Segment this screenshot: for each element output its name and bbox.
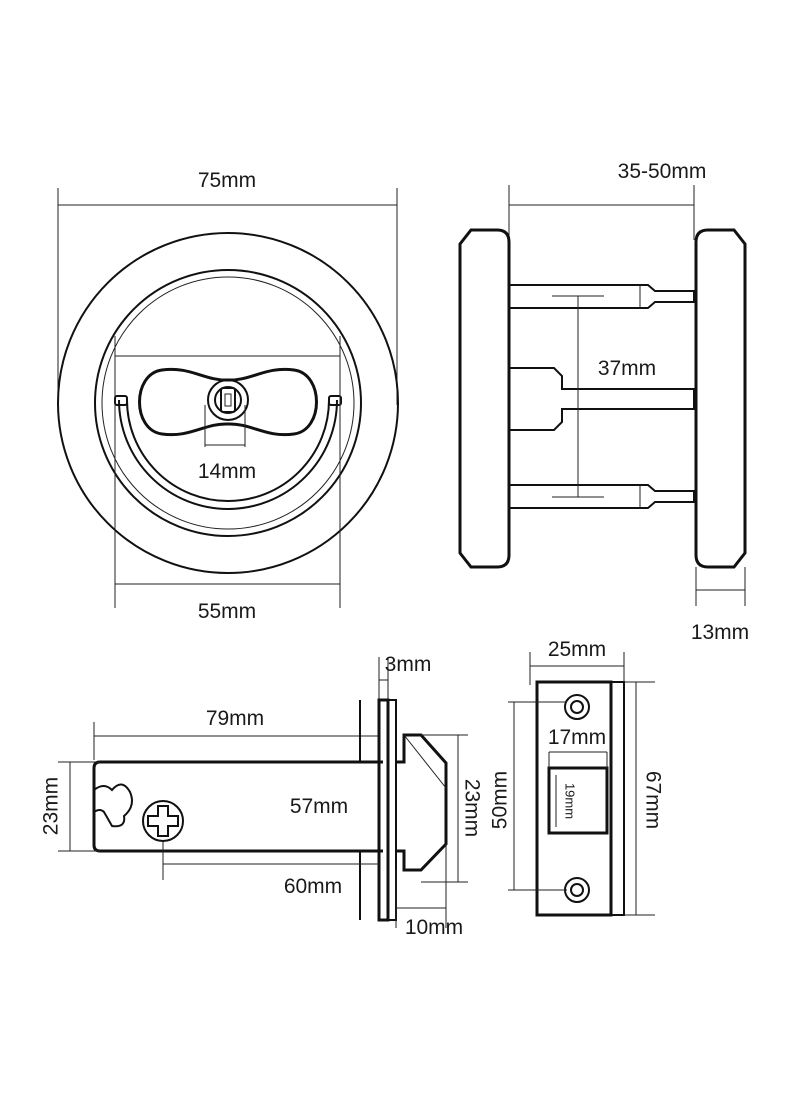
forend-plate-inner <box>387 699 397 921</box>
strike-hole-top-inner <box>570 700 584 714</box>
ring-pivot-right <box>328 395 342 406</box>
front-view: 75mm 14mm 55mm <box>57 169 399 623</box>
rose-inner-circle <box>94 269 362 537</box>
rose-left-profile <box>458 228 511 569</box>
latch-bolt <box>396 733 448 872</box>
ring-handle-inner <box>126 399 330 502</box>
fixing-screw-bottom <box>509 484 695 509</box>
rose-inner-ring <box>101 276 355 530</box>
rose-outer-circle <box>57 232 399 574</box>
spindle-hole-label: 14mm <box>198 460 256 483</box>
backset-centre-label: 57mm <box>290 795 348 818</box>
inner-ring-diameter-label: 55mm <box>198 600 256 623</box>
body-height-label: 23mm <box>40 777 63 835</box>
ring-handle-outer <box>118 399 338 510</box>
strike-hole-bottom-inner <box>570 883 584 897</box>
forend-thickness-label: 3mm <box>385 653 432 676</box>
latch-height-label: 23mm <box>460 779 483 837</box>
spindle-boss-inner <box>214 386 242 414</box>
strike-opening-label: 17mm <box>548 726 606 749</box>
strike-plate-edge <box>610 681 625 916</box>
strike-plate-view: 25mm 19mm 17mm 50mm 67mm <box>489 638 664 917</box>
strike-height-label: 67mm <box>641 771 664 829</box>
latch-screw-head <box>142 800 184 842</box>
latch-view: 3mm 79mm 23mm 57mm 60mm <box>40 653 484 939</box>
spindle-slot-core <box>224 393 232 407</box>
rose-right-profile <box>694 228 747 569</box>
backset-label: 79mm <box>206 707 264 730</box>
fixing-centres-label: 37mm <box>598 357 656 380</box>
strike-centres-label: 50mm <box>489 771 512 829</box>
ring-pivot-left <box>114 395 128 406</box>
strike-hole-bottom-outer <box>564 877 590 903</box>
forend-plate <box>377 698 390 922</box>
latch-bolt-bevel <box>403 734 447 789</box>
spindle-slot <box>220 387 236 413</box>
spindle-boss-outer <box>207 379 249 421</box>
case-depth-label: 60mm <box>284 875 342 898</box>
fixing-screw-top <box>509 284 695 309</box>
door-thickness-label: 35-50mm <box>618 160 707 183</box>
latch-projection-label: 10mm <box>405 916 463 939</box>
spindle-profile <box>509 367 695 431</box>
strike-hole-top-outer <box>564 694 590 720</box>
strike-width-label: 25mm <box>548 638 606 661</box>
side-view: 35-50mm 37mm 13mm <box>458 160 749 644</box>
rose-diameter-label: 75mm <box>198 169 256 192</box>
latch-tail-notch <box>93 783 133 828</box>
rose-depth-label: 13mm <box>691 621 749 644</box>
strike-opening <box>547 766 609 835</box>
strike-opening-depth-label: 19mm <box>563 783 578 819</box>
phillips-slot-icon <box>147 805 179 837</box>
